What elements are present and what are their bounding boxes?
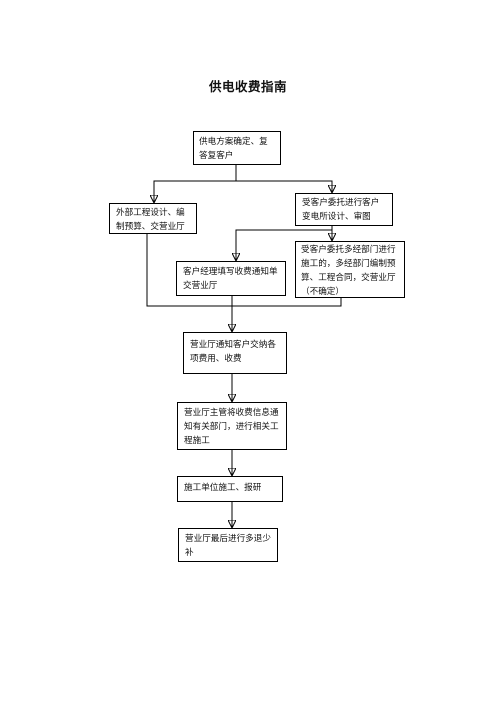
connector-to-b3	[236, 180, 332, 192]
connector-to-b2	[154, 180, 236, 202]
flow-box-plan-confirm: 供电方案确定、复答复客户	[193, 131, 281, 165]
flow-box-multi-dept-construction: 受客户委托多经部门进行施工的，多经部门编制预算、工程合同，交营业厅（不确定）	[295, 241, 405, 298]
flow-box-notify-departments: 营业厅主管将收费信息通知有关部门，进行相关工程施工	[177, 402, 287, 450]
page-title: 供电收费指南	[208, 79, 287, 94]
flow-box-fee-notice: 客户经理填写收费通知单交营业厅	[176, 261, 286, 296]
flow-box-notify-payment: 营业厅通知客户交纳各项费用、收费	[183, 332, 287, 374]
connector-b3-to-b4	[236, 226, 333, 260]
flow-box-construction: 施工单位施工、报研	[177, 476, 283, 502]
flow-box-final-settlement: 营业厅最后进行多退少补	[178, 528, 278, 562]
connector-b5-merge	[232, 298, 342, 307]
connector-b2-merge	[146, 234, 232, 307]
flow-box-external-design: 外部工程设计、编制预算、交营业厅	[109, 203, 197, 234]
flow-box-substation-design: 受客户委托进行客户变电所设计、审图	[295, 193, 393, 226]
